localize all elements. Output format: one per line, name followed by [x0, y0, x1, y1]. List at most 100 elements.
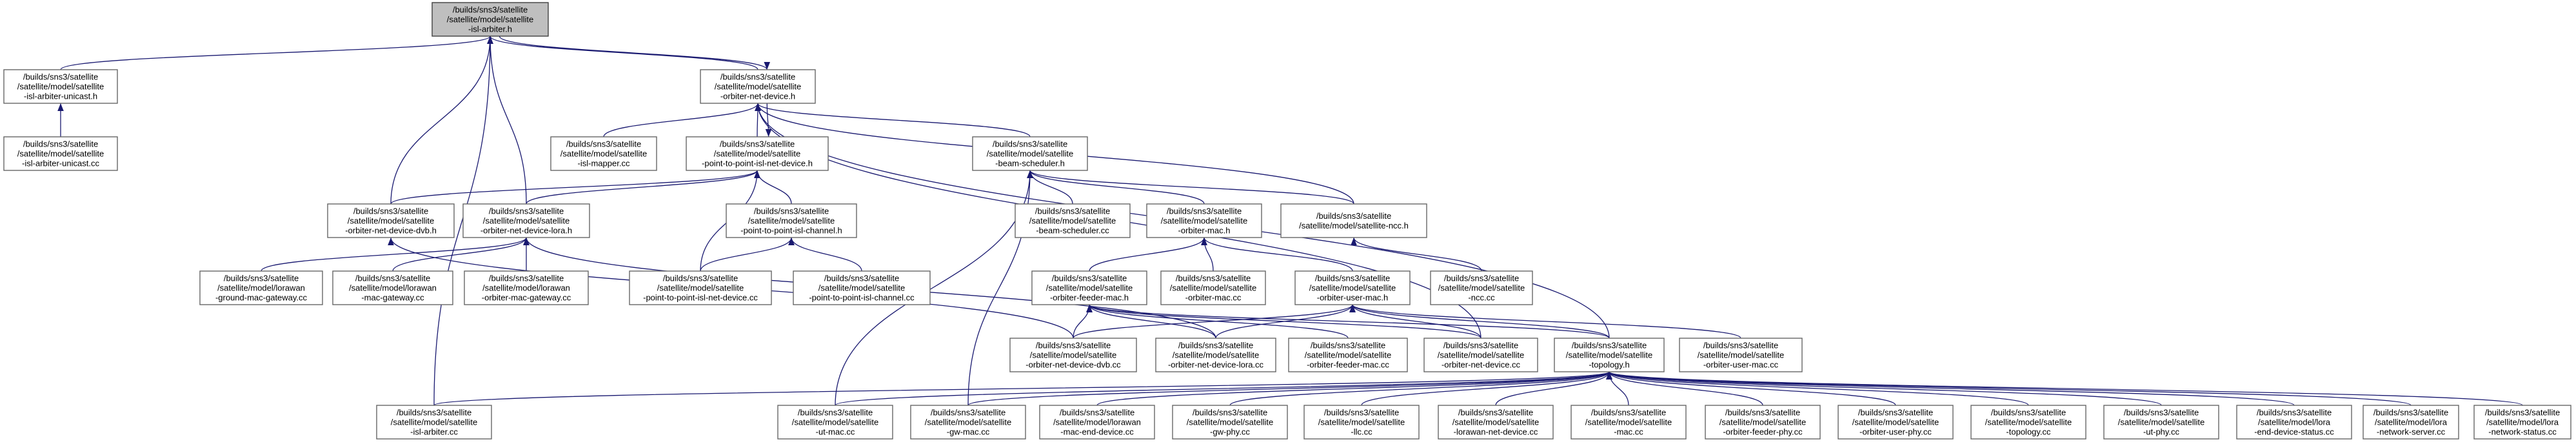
node-label-line: /satellite/model/satellite: [987, 149, 1073, 159]
graph-node-feeder-mac-h[interactable]: /builds/sns3/satellite/satellite/model/s…: [1031, 270, 1147, 305]
node-box: [332, 270, 453, 305]
graph-node-unicast-cc[interactable]: /builds/sns3/satellite/satellite/model/s…: [3, 136, 118, 171]
graph-node-topology-cc[interactable]: /builds/sns3/satellite/satellite/model/s…: [1970, 405, 2086, 440]
node-label-line: /satellite/model/satellite: [748, 216, 835, 226]
edge-line: [1349, 304, 1610, 339]
graph-node-orbiter-mac-cc[interactable]: /builds/sns3/satellite/satellite/model/s…: [1160, 270, 1266, 305]
graph-node-lorawan-orb-gw-cc[interactable]: /builds/sns3/satellite/satellite/model/l…: [464, 270, 589, 305]
node-label-line: /satellite/model/satellite: [714, 149, 800, 159]
node-label-line: -ncc.cc: [1468, 293, 1495, 303]
graph-node-ncc-cc[interactable]: /builds/sns3/satellite/satellite/model/s…: [1430, 270, 1533, 305]
node-label-line: /satellite/model/satellite: [1566, 350, 1652, 360]
node-label-line: /builds/sns3/satellite: [1316, 211, 1391, 221]
node-label-line: /builds/sns3/satellite: [720, 139, 795, 149]
node-label-line: /satellite/model/lora: [2486, 418, 2559, 427]
node-label-line: -beam-scheduler.h: [995, 159, 1065, 168]
node-label-line: /satellite/model/satellite: [447, 15, 533, 25]
node-label-line: -orbiter-net-device-lora.cc: [1168, 360, 1264, 370]
node-label-line: /satellite/model/satellite: [1719, 418, 1806, 427]
graph-node-lorawan-mac-gw-cc[interactable]: /builds/sns3/satellite/satellite/model/l…: [332, 270, 453, 305]
graph-node-p2p-chan-cc[interactable]: /builds/sns3/satellite/satellite/model/s…: [793, 270, 931, 305]
node-label-line: -isl-mapper.cc: [578, 159, 630, 168]
node-label-line: -orbiter-net-device-dvb.cc: [1025, 360, 1121, 370]
edge-line: [499, 35, 770, 70]
node-label-line: /builds/sns3/satellite: [1324, 408, 1399, 418]
node-box: [629, 270, 772, 305]
node-label-line: /builds/sns3/satellite: [1315, 274, 1390, 283]
edge-beam-sched-h-to-orbiter-dev-h: [755, 103, 1031, 137]
graph-node-orbiter-dev-h[interactable]: /builds/sns3/satellite/satellite/model/s…: [700, 69, 816, 104]
edge-line: [1027, 170, 1354, 205]
graph-node-unicast-h[interactable]: /builds/sns3/satellite/satellite/model/s…: [3, 69, 118, 104]
node-label-line: /builds/sns3/satellite: [1725, 408, 1800, 418]
edge-p2p-dev-h-to-orbiter-dev-h: [755, 103, 761, 137]
graph-node-lora-cc[interactable]: /builds/sns3/satellite/satellite/model/s…: [1155, 338, 1276, 372]
edge-arbiter-cc-to-arbiter-h: [433, 35, 493, 406]
node-label-line: /builds/sns3/satellite: [1458, 408, 1533, 418]
node-label-line: -gw-mac.cc: [947, 427, 990, 437]
graph-node-lorawan-med-cc[interactable]: /builds/sns3/satellite/satellite/model/l…: [1039, 405, 1155, 440]
graph-node-p2p-dev-h[interactable]: /builds/sns3/satellite/satellite/model/s…: [686, 136, 829, 171]
graph-node-gw-mac-cc[interactable]: /builds/sns3/satellite/satellite/model/s…: [910, 405, 1026, 440]
graph-node-topology-h[interactable]: /builds/sns3/satellite/satellite/model/s…: [1554, 338, 1665, 372]
node-label-line: /satellite/model/satellite: [391, 418, 477, 427]
edge-line: [433, 371, 1612, 406]
node-label-line: -orbiter-feeder-phy.cc: [1723, 427, 1803, 437]
graph-node-beam-sched-h[interactable]: /builds/sns3/satellite/satellite/model/s…: [972, 136, 1088, 171]
node-box: [1280, 203, 1427, 238]
graph-node-ncc-h[interactable]: /builds/sns3/satellite/satellite/model/s…: [1280, 203, 1427, 238]
graph-node-ut-phy-cc[interactable]: /builds/sns3/satellite/satellite/model/s…: [2103, 405, 2219, 440]
edge-lorawan-gs-cc-to-lora-h: [261, 237, 530, 272]
node-label-line: /builds/sns3/satellite: [993, 139, 1067, 149]
graph-node-lora-nst-cc[interactable]: /builds/sns3/satellite/satellite/model/l…: [2473, 405, 2571, 440]
node-box: [2363, 405, 2459, 440]
edge-p2p-chan-cc-to-p2p-chan-h: [788, 237, 862, 272]
node-label-line: /satellite/model/lora: [2258, 418, 2331, 427]
node-label-line: /satellite/model/satellite: [792, 418, 878, 427]
graph-node-beam-sched-cc[interactable]: /builds/sns3/satellite/satellite/model/s…: [1015, 203, 1131, 238]
edge-line: [1086, 304, 1216, 339]
edge-lora-nst-cc-to-topology-h: [1606, 371, 2523, 406]
graph-node-user-mac-cc[interactable]: /builds/sns3/satellite/satellite/model/s…: [1679, 338, 1803, 372]
edge-line: [487, 35, 758, 70]
graph-node-lorawan-gs-cc[interactable]: /builds/sns3/satellite/satellite/model/l…: [199, 270, 323, 305]
graph-node-gw-phy-cc[interactable]: /builds/sns3/satellite/satellite/model/s…: [1172, 405, 1288, 440]
graph-node-user-mac-h[interactable]: /builds/sns3/satellite/satellite/model/s…: [1294, 270, 1411, 305]
graph-node-feeder-mac-cc[interactable]: /builds/sns3/satellite/satellite/model/s…: [1288, 338, 1408, 372]
node-label-line: -ground-mac-gateway.cc: [215, 293, 308, 303]
edge-lora-eds-cc-to-topology-h: [1606, 371, 2295, 406]
node-label-line: /satellite/model/lorawan: [349, 283, 437, 293]
graph-node-lora-ns-cc[interactable]: /builds/sns3/satellite/satellite/model/l…: [2363, 405, 2459, 440]
node-label-line: /satellite/model/satellite: [1046, 283, 1133, 293]
graph-node-lorawan-nd-cc[interactable]: /builds/sns3/satellite/satellite/model/s…: [1438, 405, 1554, 440]
graph-node-dvb-cc[interactable]: /builds/sns3/satellite/satellite/model/s…: [1009, 338, 1137, 372]
node-label-line: -orbiter-mac.cc: [1185, 293, 1242, 303]
graph-node-p2p-dev-cc[interactable]: /builds/sns3/satellite/satellite/model/s…: [629, 270, 772, 305]
node-box: [2103, 405, 2219, 440]
node-box: [1155, 338, 1276, 372]
graph-node-feeder-phy-cc[interactable]: /builds/sns3/satellite/satellite/model/s…: [1705, 405, 1821, 440]
graph-node-llc-cc[interactable]: /builds/sns3/satellite/satellite/model/s…: [1303, 405, 1420, 440]
edge-line: [1073, 304, 1356, 339]
edge-llc-cc-to-topology-h: [1361, 371, 1612, 406]
node-box: [972, 136, 1088, 171]
node-label-line: -orbiter-mac.h: [1178, 226, 1231, 236]
edge-line: [487, 35, 527, 205]
graph-node-ut-mac-cc[interactable]: /builds/sns3/satellite/satellite/model/s…: [777, 405, 893, 440]
graph-node-lora-eds-cc[interactable]: /builds/sns3/satellite/satellite/model/l…: [2236, 405, 2352, 440]
node-label-line: /satellite/model/satellite: [560, 149, 647, 159]
edge-dvb-h-to-p2p-dev-h: [390, 170, 760, 205]
graph-node-dvb-h[interactable]: /builds/sns3/satellite/satellite/model/s…: [327, 203, 455, 238]
graph-node-mac-cc[interactable]: /builds/sns3/satellite/satellite/model/s…: [1570, 405, 1687, 440]
graph-node-user-phy-cc[interactable]: /builds/sns3/satellite/satellite/model/s…: [1838, 405, 1954, 440]
node-box: [1970, 405, 2086, 440]
graph-node-lora-h[interactable]: /builds/sns3/satellite/satellite/model/s…: [462, 203, 590, 238]
edge-line: [755, 103, 1031, 137]
graph-node-orbiter-mac-h[interactable]: /builds/sns3/satellite/satellite/model/s…: [1146, 203, 1262, 238]
graph-node-orbiter-dev-cc[interactable]: /builds/sns3/satellite/satellite/model/s…: [1423, 338, 1538, 372]
graph-node-arbiter-cc[interactable]: /builds/sns3/satellite/satellite/model/s…: [376, 405, 492, 440]
node-box: [550, 136, 657, 171]
edge-line: [1349, 304, 1481, 339]
graph-node-isl-mapper-cc[interactable]: /builds/sns3/satellite/satellite/model/s…: [550, 136, 657, 171]
graph-node-p2p-chan-h[interactable]: /builds/sns3/satellite/satellite/model/s…: [726, 203, 857, 238]
